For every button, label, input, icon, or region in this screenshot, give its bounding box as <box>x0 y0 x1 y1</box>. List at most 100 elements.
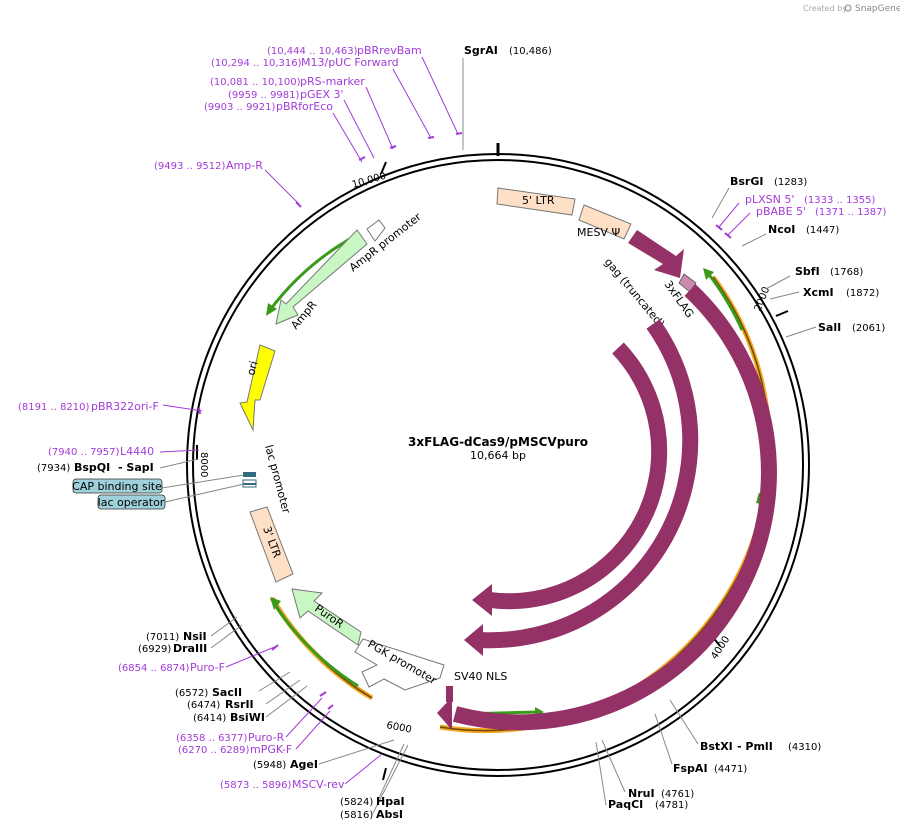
orf-cas9-orange <box>439 275 772 734</box>
site-bsrgi[interactable]: BsrGI <box>730 175 763 188</box>
site-sali-pos: (2061) <box>852 323 885 334</box>
site-rsrii[interactable]: RsrII <box>225 698 254 711</box>
primer-pbrforeco[interactable]: pBRforEco <box>276 100 333 113</box>
primer-plxsn-pos: (1333 .. 1355) <box>804 195 876 206</box>
site-absi[interactable]: AbsI <box>376 808 403 821</box>
feature-mesv-label: MESV Ψ <box>577 226 620 239</box>
site-draiii-pos: (6929) <box>138 644 171 655</box>
feature-mesv[interactable] <box>578 204 632 240</box>
site-nsii[interactable]: NsiI <box>183 630 207 643</box>
credit-brand: SnapGene <box>855 4 900 14</box>
site-bspqi-pos: (7934) <box>37 463 70 474</box>
site-bspqi[interactable]: BspQI <box>74 461 110 474</box>
primer-mpgkf[interactable]: mPGK-F <box>250 743 292 756</box>
feature-dcas9-label: dCas9 <box>601 496 624 532</box>
primer-prs-pos: (10,081 .. 10,100) <box>210 77 301 88</box>
feature-sv40[interactable] <box>446 686 453 702</box>
site-bsiwi-pos: (6414) <box>193 713 226 724</box>
primer-plxsn[interactable]: pLXSN 5' <box>745 193 794 206</box>
orf-amp-green-head <box>266 303 277 316</box>
primer-ampr-pos: (9493 .. 9512) <box>154 161 226 172</box>
feature-gag-label: gag (truncated) <box>602 256 668 331</box>
site-xcmi[interactable]: XcmI <box>803 286 834 299</box>
feature-lacprom-label: lac promoter <box>262 443 293 515</box>
site-bstxi-pos: (4310) <box>788 742 821 753</box>
site-agei[interactable]: AgeI <box>290 758 318 771</box>
feature-lac-operator[interactable] <box>243 483 256 485</box>
feature-ampr[interactable] <box>275 229 368 325</box>
tick-label-8000: 8000 <box>198 452 209 477</box>
cap-binding-box[interactable] <box>72 478 163 494</box>
site-bsrgi-pos: (1283) <box>774 177 807 188</box>
primer-m13[interactable]: M13/pUC Forward <box>301 56 399 69</box>
site-sacii[interactable]: SacII <box>212 686 242 699</box>
feature-pgk[interactable] <box>354 638 445 691</box>
site-sacii-pos: (6572) <box>175 688 208 699</box>
site-bsiwi[interactable]: BsiWI <box>230 711 265 724</box>
feature-sv40-label: SV40 NLS <box>454 670 507 683</box>
site-sgrai[interactable]: SgrAI <box>464 44 498 57</box>
site-pmli[interactable]: - PmlI <box>737 740 773 753</box>
credit-text: Created by <box>803 4 847 13</box>
site-agei-pos: (5948) <box>253 760 286 771</box>
primer-pgex-pos: (9959 .. 9981) <box>228 90 300 101</box>
feature-gag[interactable] <box>628 230 684 278</box>
site-rsrii-pos: (6474) <box>187 700 220 711</box>
primer-pgex[interactable]: pGEX 3' <box>300 88 344 101</box>
site-ncoi[interactable]: NcoI <box>768 223 795 236</box>
site-draiii[interactable]: DraIII <box>173 642 207 655</box>
feature-dcas9[interactable] <box>488 342 668 610</box>
site-paqci[interactable]: PaqCI <box>608 798 643 811</box>
primer-pbabe[interactable]: pBABE 5' <box>756 205 806 218</box>
primer-l4440-pos: (7940 .. 7957) <box>48 447 120 458</box>
primer-prs[interactable]: pRS-marker <box>300 75 365 88</box>
site-nrui-pos: (4761) <box>661 789 694 800</box>
primer-purof-pos: (6854 .. 6874) <box>118 663 190 674</box>
feature-5ltr[interactable] <box>496 187 576 216</box>
feature-cas9m4[interactable] <box>479 319 699 649</box>
primer-pbrforeco-pos: (9903 .. 9921) <box>204 102 276 113</box>
primer-mpgkf-pos: (6270 .. 6289) <box>178 745 250 756</box>
site-sali[interactable]: SalI <box>818 321 841 334</box>
site-hpai-pos: (5824) <box>340 797 373 808</box>
feature-3ltr[interactable] <box>249 506 294 583</box>
primer-l4440[interactable]: L4440 <box>120 445 154 458</box>
feature-dcas9-head <box>472 584 492 616</box>
primer-pbrrevbam-pos: (10,444 .. 10,463) <box>267 46 358 57</box>
tick-2000 <box>775 310 789 317</box>
primer-pbrrevbam[interactable]: pBRrevBam <box>357 44 422 57</box>
primer-puror[interactable]: Puro-R <box>248 731 285 744</box>
feature-cas9[interactable] <box>452 284 777 731</box>
tick-6000 <box>382 767 387 781</box>
lac-operator-label: lac operator <box>98 496 165 509</box>
backbone-inner <box>192 159 804 771</box>
feature-cas9-head <box>437 697 452 730</box>
site-sapi[interactable]: - SapI <box>118 461 154 474</box>
feature-puror[interactable] <box>291 588 362 646</box>
site-fspai[interactable]: FspAI <box>673 762 708 775</box>
site-sbfi-pos: (1768) <box>830 267 863 278</box>
primer-ampr[interactable]: Amp-R <box>226 159 263 172</box>
site-hpai[interactable]: HpaI <box>376 795 405 808</box>
cap-binding-label: CAP binding site <box>72 480 162 493</box>
primer-mscvrev[interactable]: MSCV-rev <box>292 778 345 791</box>
orf-puro-green-head <box>270 597 281 610</box>
primer-pbr322[interactable]: pBR322ori-F <box>91 400 159 413</box>
feature-cap-site[interactable] <box>243 472 256 477</box>
primer-ticks <box>198 132 732 710</box>
site-sbfi[interactable]: SbfI <box>795 265 820 278</box>
site-bstxi[interactable]: BstXI <box>700 740 733 753</box>
primer-mscvrev-pos: (5873 .. 5896) <box>220 780 292 791</box>
site-nrui[interactable]: NruI <box>628 787 655 800</box>
plasmid-name: 3xFLAG-dCas9/pMSCVpuro <box>408 435 588 449</box>
orf-green-top-head <box>703 268 714 280</box>
feature-amppromoter[interactable] <box>366 219 386 242</box>
site-ncoi-pos: (1447) <box>806 225 839 236</box>
primer-purof[interactable]: Puro-F <box>190 661 225 674</box>
site-absi-pos: (5816) <box>340 810 373 821</box>
feature-ori-label: ori <box>244 360 260 377</box>
site-nsii-pos: (7011) <box>146 632 179 643</box>
lac-operator-box[interactable] <box>97 494 166 510</box>
feature-ori[interactable] <box>239 344 276 432</box>
site-fspai-pos: (4471) <box>714 764 747 775</box>
